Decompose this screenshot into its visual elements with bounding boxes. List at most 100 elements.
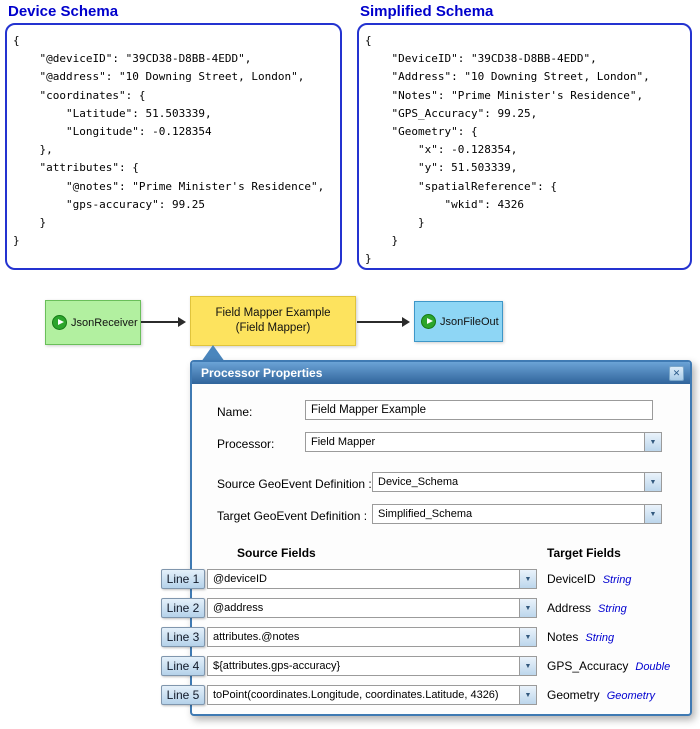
code-line: } [365, 252, 372, 266]
chevron-down-icon[interactable]: ▼ [519, 657, 536, 675]
source-definition-value: Device_Schema [378, 476, 459, 488]
target-definition-value: Simplified_Schema [378, 508, 473, 520]
source-field-value: toPoint(coordinates.Longitude, coordinat… [213, 689, 499, 701]
line-number-tag: Line 5 [161, 685, 205, 705]
play-icon [421, 314, 436, 329]
code-line: "Latitude": 51.503339, [13, 106, 212, 120]
code-line: } [365, 234, 399, 248]
chevron-down-icon[interactable]: ▼ [644, 505, 661, 523]
source-field-select[interactable]: @deviceID ▼ [207, 569, 537, 589]
simplified-schema-panel: { "DeviceID": "39CD38-D8BB-4EDD", "Addre… [357, 23, 692, 270]
target-field-type: String [598, 603, 627, 615]
target-field-text: GPS_Accuracy [547, 659, 629, 673]
line-number-tag: Line 4 [161, 656, 205, 676]
chevron-down-icon[interactable]: ▼ [519, 570, 536, 588]
source-field-value: @deviceID [213, 573, 267, 585]
dialog-title: Processor Properties [201, 366, 323, 380]
code-line: } [365, 216, 425, 230]
line-number-tag: Line 2 [161, 598, 205, 618]
code-line: "coordinates": { [13, 88, 146, 102]
source-field-value: @address [213, 602, 264, 614]
device-schema-panel: { "@deviceID": "39CD38-D8BB-4EDD", "@add… [5, 23, 342, 270]
source-field-select[interactable]: ${attributes.gps-accuracy} ▼ [207, 656, 537, 676]
target-field-text: Address [547, 601, 592, 615]
source-field-select[interactable]: toPoint(coordinates.Longitude, coordinat… [207, 685, 537, 705]
receiver-label: JsonReceiver [71, 316, 138, 329]
code-line: "@notes": "Prime Minister's Residence", [13, 179, 325, 193]
chevron-down-icon[interactable]: ▼ [519, 628, 536, 646]
close-icon[interactable]: ✕ [669, 365, 684, 381]
source-field-value: ${attributes.gps-accuracy} [213, 660, 341, 672]
source-field-value: attributes.@notes [213, 631, 300, 643]
code-line: "gps-accuracy": 99.25 [13, 197, 206, 211]
code-line: "attributes": { [13, 161, 139, 175]
mapper-row: Line 5 toPoint(coordinates.Longitude, co… [161, 685, 690, 707]
target-field-type: Geometry [606, 690, 655, 702]
line-number-tag: Line 3 [161, 627, 205, 647]
flow-node-json-file-out[interactable]: JsonFileOut [414, 301, 503, 342]
target-field-text: Geometry [547, 688, 600, 702]
mapper-row: Line 1 @deviceID ▼ DeviceID String [161, 569, 690, 591]
source-definition-select[interactable]: Device_Schema ▼ [372, 472, 662, 492]
play-icon [52, 315, 67, 330]
chevron-down-icon[interactable]: ▼ [644, 473, 661, 491]
device-schema-title: Device Schema [8, 3, 119, 20]
chevron-down-icon[interactable]: ▼ [644, 433, 661, 451]
mapper-row: Line 2 @address ▼ Address String [161, 598, 690, 620]
source-field-select[interactable]: @address ▼ [207, 598, 537, 618]
mapper-row: Line 4 ${attributes.gps-accuracy} ▼ GPS_… [161, 656, 690, 678]
processor-label: Processor: [217, 437, 275, 451]
processor-selected-value: Field Mapper [311, 436, 376, 448]
dialog-callout-pointer [201, 345, 225, 362]
processor-select[interactable]: Field Mapper ▼ [305, 432, 662, 452]
code-line: { [365, 34, 372, 47]
flow-arrow [357, 317, 410, 327]
target-definition-select[interactable]: Simplified_Schema ▼ [372, 504, 662, 524]
code-line: } [13, 216, 47, 230]
source-fields-header: Source Fields [237, 546, 316, 560]
dialog-titlebar[interactable]: Processor Properties ✕ [192, 362, 690, 384]
target-fields-header: Target Fields [547, 546, 621, 560]
flow-node-json-receiver[interactable]: JsonReceiver [45, 300, 141, 345]
code-line: "Notes": "Prime Minister's Residence", [365, 88, 644, 102]
source-definition-label: Source GeoEvent Definition : [217, 477, 372, 491]
target-field-name: Notes String [547, 630, 614, 644]
code-line: "@deviceID": "39CD38-D8BB-4EDD", [13, 52, 252, 66]
code-line: "Longitude": -0.128354 [13, 125, 212, 139]
flow-node-field-mapper[interactable]: Field Mapper Example (Field Mapper) [190, 296, 356, 346]
code-line: "x": -0.128354, [365, 143, 518, 157]
target-field-name: GPS_Accuracy Double [547, 659, 670, 673]
code-line: }, [13, 143, 53, 157]
simplified-schema-title: Simplified Schema [360, 3, 494, 20]
code-line: "Address": "10 Downing Street, London", [365, 70, 650, 84]
code-line: { [13, 34, 20, 47]
mapper-row: Line 3 attributes.@notes ▼ Notes String [161, 627, 690, 649]
chevron-down-icon[interactable]: ▼ [519, 599, 536, 617]
code-line: } [13, 234, 20, 248]
code-line: "DeviceID": "39CD38-D8BB-4EDD", [365, 52, 597, 66]
target-field-type: Double [635, 661, 671, 673]
target-field-name: Address String [547, 601, 627, 615]
processor-properties-dialog: Processor Properties ✕ Name: Processor: … [161, 360, 692, 716]
code-line: "GPS_Accuracy": 99.25, [365, 106, 538, 120]
target-field-type: String [602, 574, 632, 586]
output-label: JsonFileOut [440, 315, 499, 328]
code-line: "@address": "10 Downing Street, London", [13, 70, 305, 84]
code-line: "y": 51.503339, [365, 161, 518, 175]
code-line: "Geometry": { [365, 125, 478, 139]
source-field-select[interactable]: attributes.@notes ▼ [207, 627, 537, 647]
name-label: Name: [217, 405, 253, 419]
line-number-tag: Line 1 [161, 569, 205, 589]
target-definition-label: Target GeoEvent Definition : [217, 509, 368, 523]
target-field-text: DeviceID [547, 572, 596, 586]
target-field-text: Notes [547, 630, 579, 644]
target-field-name: DeviceID String [547, 572, 631, 586]
chevron-down-icon[interactable]: ▼ [519, 686, 536, 704]
processor-label-line1: Field Mapper Example [215, 307, 331, 319]
processor-label-line2: (Field Mapper) [235, 322, 311, 334]
name-input[interactable] [305, 400, 653, 420]
target-field-name: Geometry Geometry [547, 688, 655, 702]
target-field-type: String [585, 632, 615, 644]
code-line: "wkid": 4326 [365, 197, 524, 211]
